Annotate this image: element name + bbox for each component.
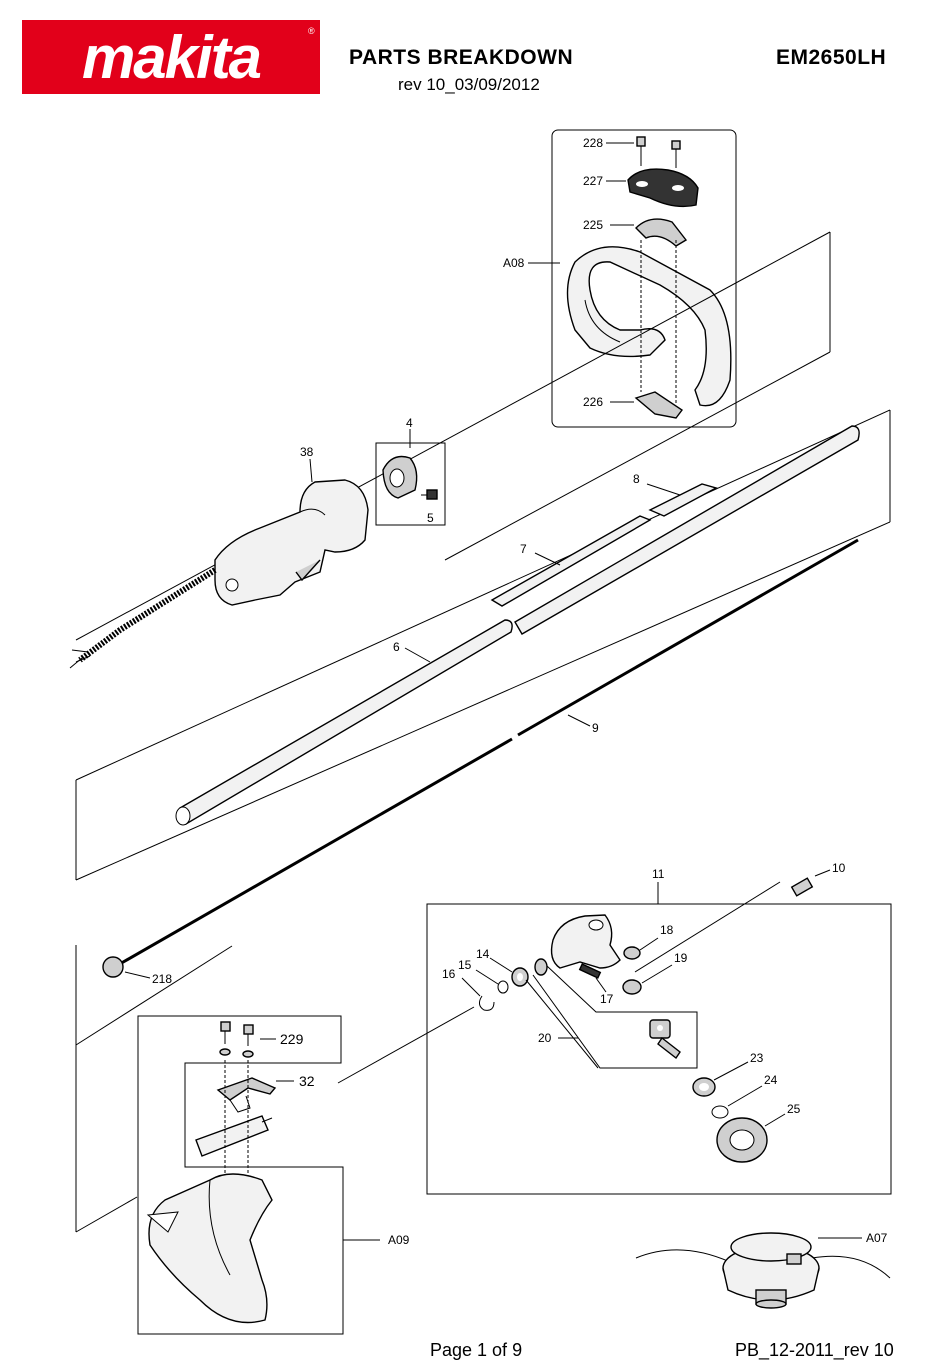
callout-15: 15 — [458, 958, 472, 972]
page-number: Page 1 of 9 — [430, 1340, 523, 1360]
bolt-228-icon — [636, 136, 681, 168]
nut-18-icon — [623, 946, 641, 960]
screws-229-icon — [219, 1021, 254, 1058]
callout-218: 218 — [152, 972, 172, 986]
spacer-225-icon — [635, 218, 688, 247]
washer-19-icon — [622, 979, 642, 995]
callout-225: 225 — [583, 218, 603, 232]
document-code: PB_12-2011_rev 10 — [735, 1340, 894, 1360]
callout-a08: A08 — [503, 256, 525, 270]
model-number: EM2650LH — [776, 46, 887, 69]
circlip-16-icon — [478, 995, 495, 1011]
label-7-icon — [490, 515, 652, 607]
callout-18: 18 — [660, 923, 674, 937]
callout-a07: A07 — [866, 1231, 888, 1245]
callout-17: 17 — [600, 992, 614, 1006]
callout-229: 229 — [280, 1031, 304, 1047]
screw-5-icon — [426, 489, 438, 500]
page-title: PARTS BREAKDOWN — [349, 46, 574, 69]
callout-14: 14 — [476, 947, 490, 961]
callout-226: 226 — [583, 395, 603, 409]
pinion-gear-icon — [534, 958, 548, 976]
callout-25: 25 — [787, 1102, 801, 1116]
callout-10: 10 — [832, 861, 846, 875]
callout-228: 228 — [583, 136, 603, 150]
callout-9: 9 — [592, 721, 599, 735]
guard-assembly-frame — [137, 1015, 344, 1335]
callout-24: 24 — [764, 1073, 778, 1087]
makita-logo-wordmark: makita ® — [82, 24, 315, 91]
revision-label: rev 10_03/09/2012 — [398, 75, 540, 94]
svg-text:makita: makita — [82, 24, 261, 91]
label-8-icon — [648, 483, 718, 517]
callout-23: 23 — [750, 1051, 764, 1065]
callout-a09: A09 — [388, 1233, 410, 1247]
gear-head-frame — [426, 903, 892, 1195]
tube-upper-icon — [514, 425, 860, 635]
callout-38: 38 — [300, 445, 314, 459]
clamp-cap-227-icon — [627, 168, 699, 208]
makita-logo: makita ® — [22, 20, 320, 94]
loop-handle-icon — [566, 246, 732, 407]
callout-227: 227 — [583, 174, 603, 188]
callout-11: 11 — [652, 867, 665, 881]
callout-8: 8 — [633, 472, 640, 486]
callout-4: 4 — [406, 416, 413, 430]
circlip-24-icon — [711, 1105, 729, 1119]
gear-housing-icon — [550, 914, 621, 969]
shaft-segment-icon — [195, 1115, 269, 1157]
bushing-218-icon — [102, 956, 124, 978]
shaft-bolt-20-icon — [649, 1019, 681, 1060]
guard-icon — [148, 1173, 273, 1324]
trimmer-head-icon — [635, 1232, 891, 1309]
bolt-17-icon — [578, 963, 602, 979]
callout-5: 5 — [427, 511, 434, 525]
tube-lower-6-icon — [179, 619, 513, 826]
callout-20: 20 — [538, 1031, 552, 1045]
bolt-10-icon — [790, 877, 814, 897]
plate-226-icon — [634, 391, 684, 419]
callout-7: 7 — [520, 542, 527, 556]
throttle-handle-38-icon — [69, 479, 369, 669]
svg-text:®: ® — [308, 26, 315, 36]
callout-16: 16 — [442, 967, 456, 981]
callout-32: 32 — [299, 1073, 315, 1089]
callout-19: 19 — [674, 951, 688, 965]
handle-assembly-frame — [551, 129, 737, 428]
callout-6: 6 — [393, 640, 400, 654]
